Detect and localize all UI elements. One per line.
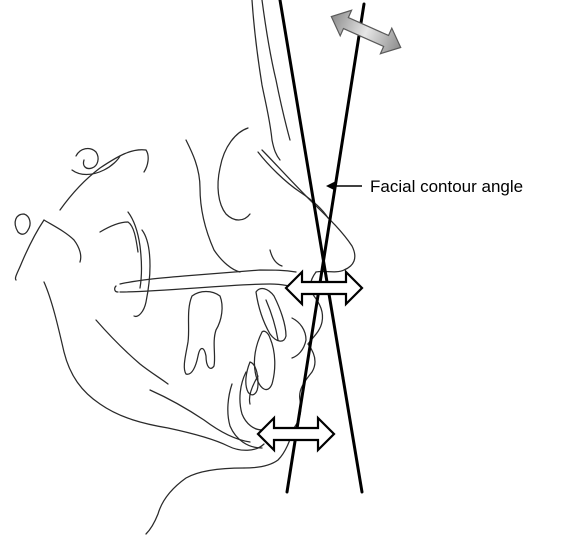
double-headed-arrow-grey-icon	[326, 4, 407, 60]
upper-molar	[184, 292, 222, 375]
symphysis-inner	[240, 372, 262, 430]
neck-contour	[146, 468, 244, 534]
facial-line-vertical-chin	[343, 378, 362, 492]
palatal-plane	[120, 270, 296, 284]
pointer-arrowhead-icon	[326, 181, 336, 191]
facial-contour-angle-label: Facial contour angle	[370, 177, 523, 196]
hard-palate-end	[115, 286, 118, 292]
orbit-contour	[218, 128, 250, 220]
maxilla-anterior	[270, 250, 282, 266]
ramus-outline	[15, 214, 30, 234]
lip-double-headed-arrow-icon	[286, 272, 362, 304]
facial-contour-angle-annotation: Facial contour angle	[326, 177, 523, 196]
chin-double-headed-arrow-icon	[258, 418, 334, 450]
orbit-floor	[186, 140, 240, 272]
mastoid-region	[44, 220, 81, 262]
condyle-region	[15, 220, 44, 280]
cranial-base	[60, 150, 148, 210]
nasal-bone-inner	[262, 0, 290, 140]
palatal-plane-lower	[120, 284, 300, 292]
facial-line-vertical	[280, 0, 326, 276]
inner-mandible-curve	[96, 320, 168, 384]
sella-turcica	[76, 149, 98, 169]
mandible-outline	[44, 282, 264, 450]
symphysis-outline	[228, 384, 262, 448]
lip-stomion-detail	[292, 318, 306, 358]
coronoid-process	[100, 222, 138, 252]
skull-tracing	[15, 0, 355, 534]
